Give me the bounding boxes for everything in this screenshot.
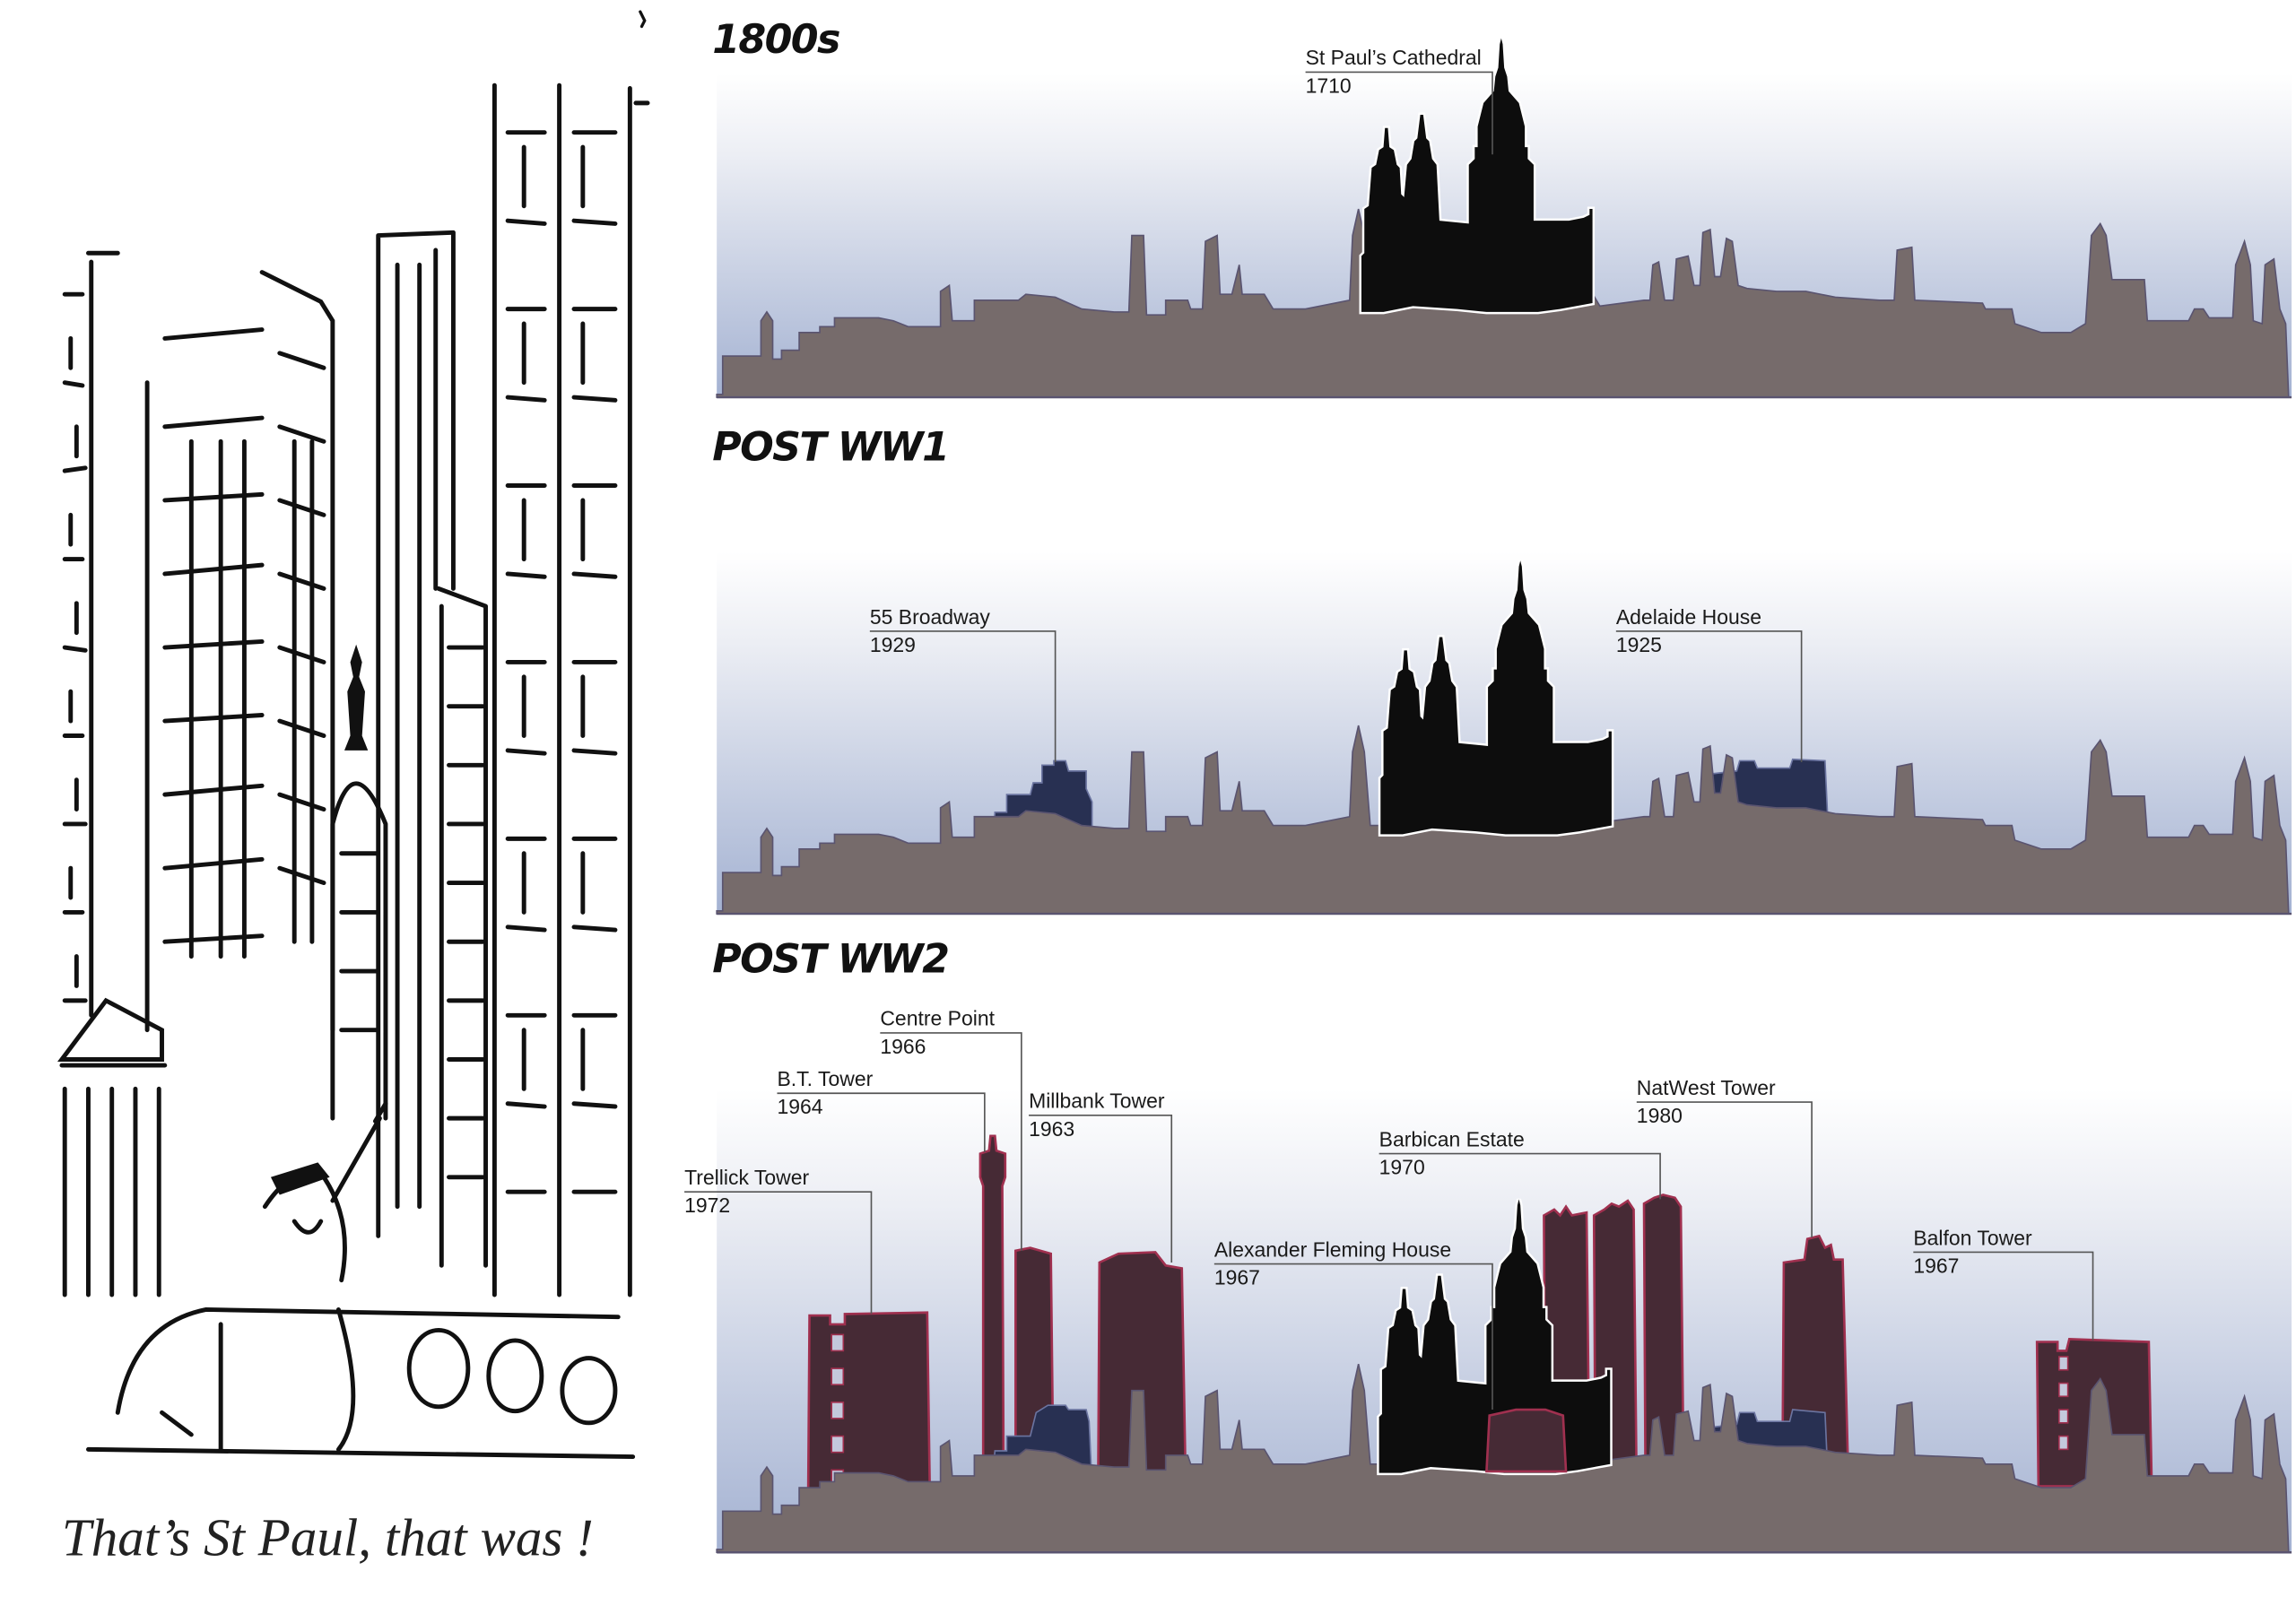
annotation-year: 1710 (1306, 74, 1352, 97)
annotation-55-broadway: 55 Broadway 1929 (869, 605, 1057, 763)
annotation-alexander-fleming-house: Alexander Fleming House 1967 (1213, 1237, 1493, 1410)
annotation-name: St Paul’s Cathedral (1306, 46, 1482, 69)
annotation-year: 1967 (1214, 1266, 1260, 1289)
annotation-name: Barbican Estate (1379, 1127, 1525, 1150)
annotation-year: 1967 (1913, 1254, 1959, 1277)
leader-line (1913, 1251, 2094, 1341)
cartoon-tower-left (62, 250, 120, 1018)
annotation-name: B.T. Tower (777, 1067, 873, 1090)
panel-title: POST WW1 (712, 425, 948, 471)
annotation-balfon-tower: Balfon Tower 1967 (1913, 1226, 2094, 1341)
leader-line (1213, 1263, 1493, 1410)
annotation-year: 1964 (777, 1095, 822, 1118)
panel-post-ww2: POST WW2 (684, 937, 2292, 1554)
annotation-name: NatWest Tower (1637, 1076, 1776, 1099)
annotation-centre-point: Centre Point 1966 (880, 1007, 1022, 1251)
annotation-barbican-estate: Barbican Estate 1970 (1378, 1127, 1661, 1200)
annotation-name: Trellick Tower (684, 1166, 809, 1189)
annotation-name: Adelaide House (1616, 605, 1761, 629)
annotation-year: 1966 (880, 1035, 926, 1058)
leader-line (869, 630, 1057, 763)
panel-title: POST WW2 (712, 937, 948, 983)
annotation-millbank-tower: Millbank Tower 1963 (1029, 1089, 1173, 1263)
cartoon-tower-right (491, 82, 650, 1298)
cartoon-st-pauls-dome (330, 644, 388, 1121)
leader-line (1615, 630, 1803, 763)
panel-post-ww1: POST WW1 55 Broadway 1929 Adelaide House… (712, 425, 2292, 916)
annotation-name: Alexander Fleming House (1214, 1237, 1451, 1261)
cartoon-tower-centre (376, 230, 488, 1268)
cartoon-classical-building (57, 997, 168, 1298)
cartoon-bus-passengers (85, 1307, 636, 1460)
leader-line (1029, 1115, 1173, 1263)
annotation-name: Millbank Tower (1029, 1089, 1165, 1113)
annotation-adelaide-house: Adelaide House 1925 (1615, 605, 1803, 763)
annotation-year: 1972 (684, 1193, 730, 1217)
annotation-year: 1925 (1616, 633, 1662, 656)
leader-line (1305, 71, 1493, 155)
cartoon-figure-pointing (262, 1101, 388, 1283)
annotation-st-pauls: St Paul’s Cathedral 1710 (1305, 46, 1493, 155)
annotation-trellick-tower: Trellick Tower 1972 (684, 1166, 873, 1315)
annotation-year: 1929 (870, 633, 916, 656)
leader-line (684, 1191, 873, 1315)
leader-line (777, 1092, 986, 1152)
trellick-tower-silhouette (806, 1311, 932, 1517)
alexander-fleming-house-silhouette (1485, 1408, 1568, 1473)
annotation-name: Balfon Tower (1913, 1226, 2032, 1249)
panel-1800s: 1800s St Paul’s Cathedral 1710 (712, 17, 2292, 399)
decorative-stroke (639, 10, 647, 29)
cartoon-tower-middle (144, 270, 335, 1033)
panel-title: 1800s (712, 17, 839, 63)
leader-line (1378, 1152, 1661, 1200)
bt-tower-silhouette (978, 1134, 1007, 1517)
annotation-bt-tower: B.T. Tower 1964 (777, 1067, 986, 1152)
annotation-natwest-tower: NatWest Tower 1980 (1636, 1076, 1813, 1238)
cartoon-caption: That’s St Paul, that was ! (62, 1508, 594, 1567)
annotation-name: 55 Broadway (870, 605, 991, 629)
leader-line (1636, 1101, 1813, 1238)
annotation-year: 1963 (1029, 1117, 1074, 1141)
annotation-name: Centre Point (880, 1007, 995, 1030)
leader-line (880, 1032, 1022, 1251)
annotation-year: 1980 (1637, 1104, 1683, 1127)
annotation-year: 1970 (1379, 1156, 1425, 1179)
cartoon-illustration: That’s St Paul, that was ! (57, 10, 650, 1567)
